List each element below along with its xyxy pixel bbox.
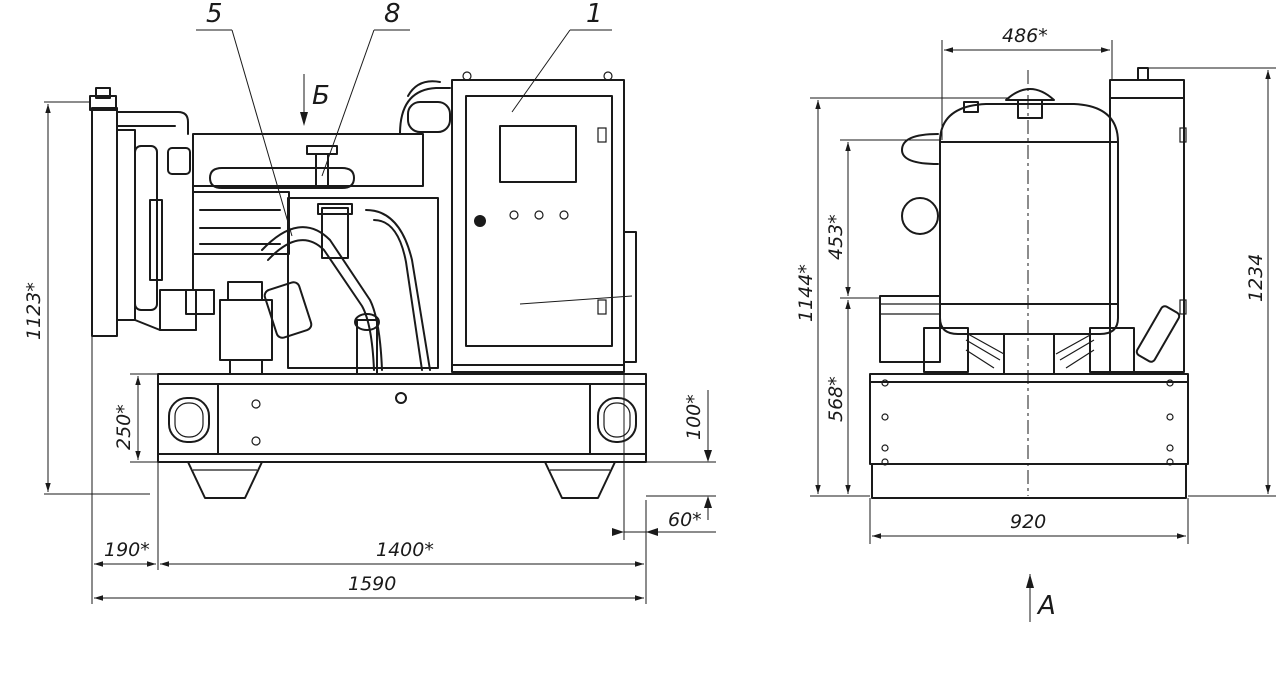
dim-label-1590: 1590 xyxy=(348,573,396,595)
dim-frame-height xyxy=(130,373,158,463)
radiator xyxy=(89,87,215,337)
dim-label-100: 100* xyxy=(683,394,705,440)
dim-label-1234: 1234 xyxy=(1245,254,1267,302)
dim-label-1123: 1123* xyxy=(23,282,45,340)
callout-5: 5 xyxy=(206,0,223,29)
front-base xyxy=(869,373,1189,499)
dim-label-1144: 1144* xyxy=(795,264,817,322)
control-cabinet xyxy=(451,71,637,373)
dim-vertical-front xyxy=(810,97,1010,497)
front-cabinet xyxy=(1109,67,1187,373)
engine xyxy=(192,80,451,375)
hoses xyxy=(261,209,431,371)
view-label-a: А xyxy=(1036,591,1056,621)
dim-skid-offset xyxy=(612,370,716,604)
dim-cabinet-height xyxy=(1148,67,1276,497)
callout-8: 8 xyxy=(384,0,401,29)
dim-horizontal-side xyxy=(91,336,644,604)
dim-label-453: 453* xyxy=(825,214,847,260)
front-view: 486* 1144* 453* 568* 1234 920 xyxy=(795,25,1276,622)
dim-label-920: 920 xyxy=(1010,511,1046,533)
base-frame xyxy=(157,373,647,499)
front-mounts xyxy=(879,295,1181,375)
dim-overall-width xyxy=(869,498,1189,544)
dim-overall-height-side xyxy=(44,101,150,495)
dim-label-60: 60* xyxy=(668,509,702,531)
callout-1: 1 xyxy=(586,0,603,29)
dim-engine-width xyxy=(941,40,1113,140)
view-arrow-a xyxy=(1026,574,1034,622)
callout-leaders xyxy=(196,29,633,305)
dim-label-568: 568* xyxy=(825,376,847,422)
side-view: 5 8 1 Б 1123* 250* xyxy=(23,0,716,604)
front-engine xyxy=(901,88,1119,335)
dim-label-486: 486* xyxy=(1002,25,1048,47)
dim-label-250: 250* xyxy=(113,404,135,450)
dim-label-190: 190* xyxy=(104,539,150,561)
dim-label-1400: 1400* xyxy=(376,539,434,561)
dim-skid-height xyxy=(646,390,716,520)
view-arrow-b xyxy=(300,74,308,126)
view-label-b: Б xyxy=(312,81,330,111)
